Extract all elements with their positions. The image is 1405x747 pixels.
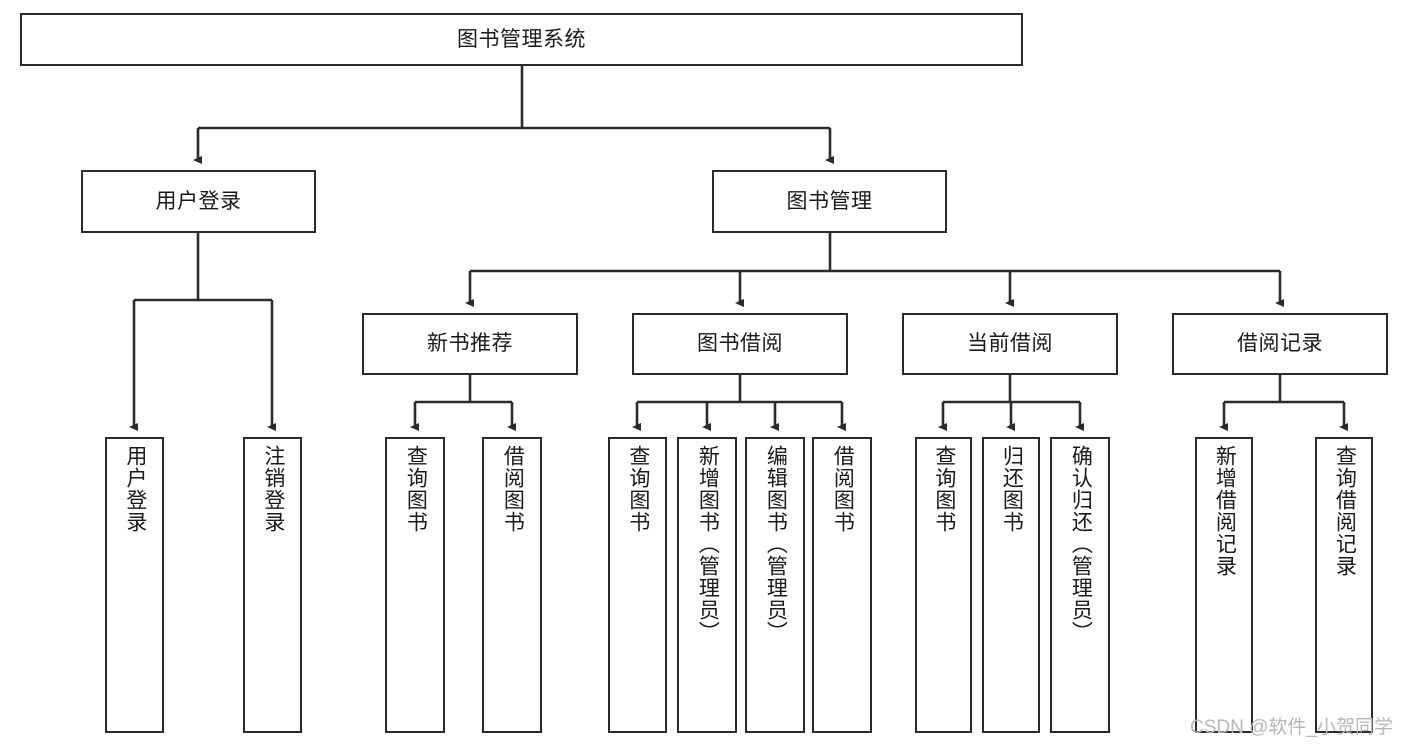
node-leaf-borrow-book-1-label: 借阅图书 [501, 445, 525, 533]
node-leaf-edit-book-admin[interactable]: 编辑图书（管理员） [745, 437, 805, 733]
node-leaf-add-book-admin-label: 新增图书（管理员） [696, 445, 720, 643]
node-root[interactable]: 图书管理系统 [20, 13, 1023, 66]
node-leaf-logout-login-label: 注销登录 [261, 445, 285, 533]
node-leaf-query-borrow-record[interactable]: 查询借阅记录 [1315, 437, 1373, 733]
node-leaf-user-login-label: 用户登录 [123, 445, 147, 533]
node-leaf-return-book[interactable]: 归还图书 [982, 437, 1040, 733]
node-new-book-recommend[interactable]: 新书推荐 [362, 313, 578, 375]
node-leaf-query-book-2[interactable]: 查询图书 [608, 437, 667, 733]
node-leaf-query-book-3-label: 查询图书 [932, 445, 956, 533]
node-book-borrow[interactable]: 图书借阅 [632, 313, 848, 375]
node-leaf-confirm-return-admin[interactable]: 确认归还（管理员） [1050, 437, 1110, 733]
node-leaf-return-book-label: 归还图书 [1000, 445, 1024, 533]
node-borrow-record[interactable]: 借阅记录 [1172, 313, 1388, 375]
node-leaf-edit-book-admin-label: 编辑图书（管理员） [764, 445, 788, 643]
node-leaf-query-book-2-label: 查询图书 [626, 445, 650, 533]
node-user-login[interactable]: 用户登录 [81, 170, 316, 233]
node-leaf-borrow-book-2-label: 借阅图书 [831, 445, 855, 533]
node-leaf-add-borrow-record-label: 新增借阅记录 [1213, 445, 1237, 577]
node-leaf-query-book-3[interactable]: 查询图书 [915, 437, 972, 733]
node-leaf-confirm-return-admin-label: 确认归还（管理员） [1069, 445, 1093, 643]
node-book-management[interactable]: 图书管理 [712, 170, 947, 233]
node-leaf-borrow-book-2[interactable]: 借阅图书 [812, 437, 872, 733]
node-borrow-record-label: 借阅记录 [1237, 332, 1323, 356]
node-leaf-add-book-admin[interactable]: 新增图书（管理员） [677, 437, 737, 733]
node-book-management-label: 图书管理 [786, 189, 873, 213]
node-book-borrow-label: 图书借阅 [697, 332, 783, 356]
node-leaf-query-book-1[interactable]: 查询图书 [385, 437, 445, 733]
node-user-login-label: 用户登录 [155, 189, 242, 213]
node-leaf-logout-login[interactable]: 注销登录 [243, 437, 302, 733]
node-leaf-query-borrow-record-label: 查询借阅记录 [1333, 445, 1357, 577]
node-leaf-borrow-book-1[interactable]: 借阅图书 [482, 437, 542, 733]
node-current-borrow-label: 当前借阅 [967, 332, 1053, 356]
node-root-label: 图书管理系统 [457, 27, 586, 51]
node-leaf-user-login[interactable]: 用户登录 [105, 437, 164, 733]
node-leaf-add-borrow-record[interactable]: 新增借阅记录 [1195, 437, 1253, 733]
watermark-text: CSDN @软件_小贺同学 [1190, 717, 1393, 738]
node-current-borrow[interactable]: 当前借阅 [902, 313, 1118, 375]
node-leaf-query-book-1-label: 查询图书 [404, 445, 428, 533]
node-new-book-recommend-label: 新书推荐 [427, 332, 513, 356]
